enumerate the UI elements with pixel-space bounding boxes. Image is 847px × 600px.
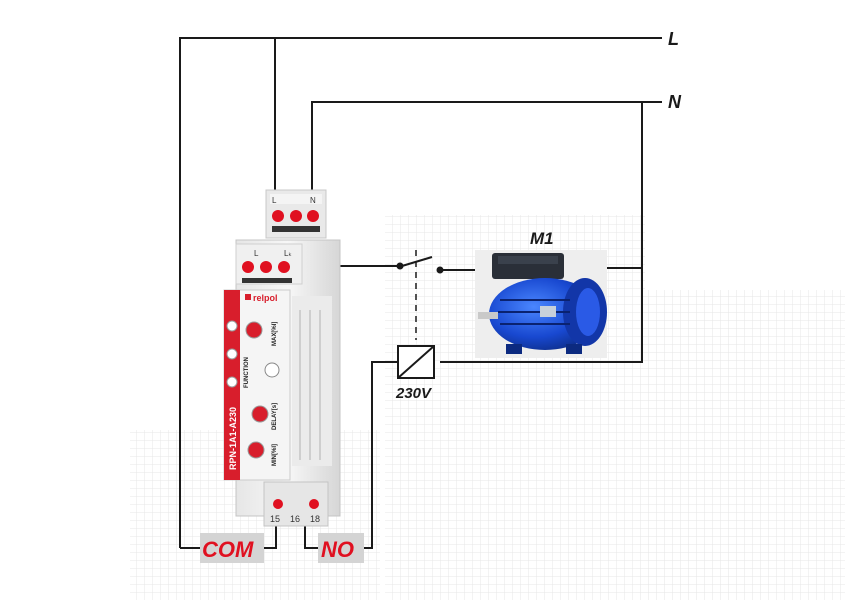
line-n-label: N (668, 92, 682, 112)
knob-delay-label: DELAY[s] (272, 403, 278, 430)
contactor-switch (396, 250, 444, 340)
top-terminal-screw-l (272, 210, 284, 222)
no-label-box (318, 533, 364, 563)
mid-terminal-screw-1 (242, 261, 254, 273)
terminal-18-label: 18 (310, 514, 320, 524)
bottom-terminal-screw-18 (309, 499, 319, 509)
wire-com-up (264, 516, 277, 549)
wire-n-bus (311, 101, 662, 210)
mid-terminal-screw-3 (278, 261, 290, 273)
wire-l-bus (179, 37, 662, 548)
top-terminal-screw-n (307, 210, 319, 222)
relay-model-label: RPN-1A1-A230 (228, 407, 238, 470)
knob-max-label: MAX[%I] (272, 322, 278, 346)
relay-brand-label: relpol (253, 293, 278, 303)
motor-m1 (475, 250, 607, 358)
current-indicator-icon (226, 348, 238, 360)
mid-terminal-l-label: L (254, 249, 259, 258)
contactor-coil (397, 345, 435, 379)
terminal-16-label: 16 (290, 514, 300, 524)
motor-label: M1 (530, 229, 554, 248)
function-knob[interactable] (264, 362, 280, 378)
delay-knob[interactable] (251, 405, 269, 423)
com-label-box (200, 533, 264, 563)
line-l-label: L (668, 29, 679, 49)
power-indicator-icon (226, 320, 238, 332)
top-terminal-n-label: N (310, 196, 316, 205)
wire-n-to-motor (440, 102, 643, 363)
no-label: NO (321, 537, 354, 562)
wire-no (304, 516, 318, 549)
knob-min-label: MIN[%I] (272, 444, 278, 466)
knob-function-label: FUNCTION (244, 357, 250, 388)
wire-no-to-coil (364, 361, 398, 549)
coil-voltage-label: 230V (395, 385, 433, 402)
mid-terminal-screw-2 (260, 261, 272, 273)
max-current-knob[interactable] (245, 321, 263, 339)
bottom-terminal-screw-15 (273, 499, 283, 509)
mid-terminal-lk-label: Lₖ (284, 249, 292, 258)
com-label: COM (202, 537, 254, 562)
terminal-15-label: 15 (270, 514, 280, 524)
wires (179, 37, 662, 549)
relay-indicator-icon (226, 376, 238, 388)
top-terminal-l-label: L (272, 196, 277, 205)
min-current-knob[interactable] (247, 441, 265, 459)
top-terminal-screw-mid (290, 210, 302, 222)
relay-module: L N L Lₖ RPN-1A1-A230 relpol MAX[%I] FUN… (223, 189, 341, 527)
